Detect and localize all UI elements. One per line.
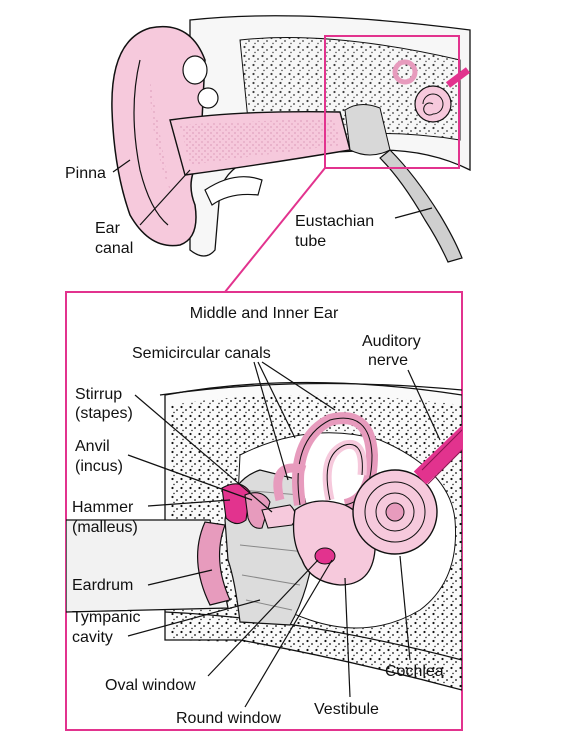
auditory-nerve-shape xyxy=(413,425,462,485)
leader-eardrum xyxy=(147,569,213,586)
cavity-3 xyxy=(204,176,263,206)
outer-ear-overview: Pinna Ear canal Eustachian tube xyxy=(65,15,471,293)
leader-hammer xyxy=(147,499,231,507)
inset-art xyxy=(66,381,462,691)
label-auditory-1: Auditory xyxy=(362,333,421,350)
label-pinna: Pinna xyxy=(65,165,106,182)
leader-vestibule xyxy=(344,577,351,698)
focus-box xyxy=(324,35,460,169)
eustachian-tube-shape xyxy=(379,149,463,263)
mini-canals xyxy=(392,59,418,85)
leader-stirrup xyxy=(134,394,273,513)
cochlea-apex xyxy=(385,502,405,522)
oval-window-shape xyxy=(314,547,336,565)
inset-panel: Middle and Inner Ear xyxy=(65,291,463,731)
cochlea-turn-1 xyxy=(364,481,426,543)
label-auditory-2: nerve xyxy=(368,352,408,369)
leader-eustachian xyxy=(394,207,433,219)
label-hammer-2: (malleus) xyxy=(72,519,138,536)
leader-ear-canal xyxy=(139,169,191,226)
label-tympanic-2: cavity xyxy=(72,629,113,646)
label-stirrup-1: Stirrup xyxy=(75,386,122,403)
leader-semicircular-1 xyxy=(257,361,296,439)
label-anvil-1: Anvil xyxy=(75,438,110,455)
label-anvil-2: (incus) xyxy=(75,458,123,475)
inset-ear-canal xyxy=(66,519,229,613)
label-oval-window: Oval window xyxy=(105,677,196,694)
inset-title: Middle and Inner Ear xyxy=(190,305,339,322)
label-semicircular: Semicircular canals xyxy=(132,345,271,362)
leader-tympanic xyxy=(127,599,261,637)
label-eustachian-1: Eustachian xyxy=(295,213,374,230)
canal-2-outline xyxy=(326,443,363,501)
pinna-shade xyxy=(150,80,170,190)
label-hammer-1: Hammer xyxy=(72,499,134,516)
nerve-fibers xyxy=(421,429,462,485)
leader-pinna xyxy=(112,159,131,173)
label-eardrum: Eardrum xyxy=(72,577,133,594)
leader-semicircular-3 xyxy=(253,361,289,481)
leader-auditory xyxy=(407,369,441,441)
anvil-shape xyxy=(244,492,271,529)
canal-3 xyxy=(273,463,307,502)
mini-cochlea-spiral xyxy=(422,93,444,116)
leader-round-window xyxy=(244,559,333,708)
label-eustachian-2: tube xyxy=(295,233,326,250)
label-ear-canal-1: Ear xyxy=(95,220,121,237)
label-vestibule: Vestibule xyxy=(314,701,379,718)
label-cochlea: Cochlea xyxy=(385,663,444,680)
ear-canal-shade xyxy=(180,120,340,165)
leader-semicircular-2 xyxy=(261,361,336,411)
cochlea-turn-2 xyxy=(375,492,415,532)
leader-oval-window xyxy=(207,559,319,677)
cavity-2 xyxy=(197,87,219,109)
pinna-fold xyxy=(133,59,169,226)
bone-lower-edge xyxy=(164,611,462,661)
hammer-shape xyxy=(221,483,251,525)
label-stirrup-2: (stapes) xyxy=(75,405,133,422)
leader-cochlea xyxy=(399,555,411,661)
bone-upper-edge xyxy=(159,382,462,396)
eardrum-shape xyxy=(197,521,231,606)
label-ear-canal-2: canal xyxy=(95,240,133,257)
focus-connector xyxy=(224,167,326,293)
cavity-1 xyxy=(182,55,208,85)
leader-anvil xyxy=(127,454,253,501)
label-tympanic-1: Tympanic xyxy=(72,609,140,626)
label-round-window: Round window xyxy=(176,710,281,727)
